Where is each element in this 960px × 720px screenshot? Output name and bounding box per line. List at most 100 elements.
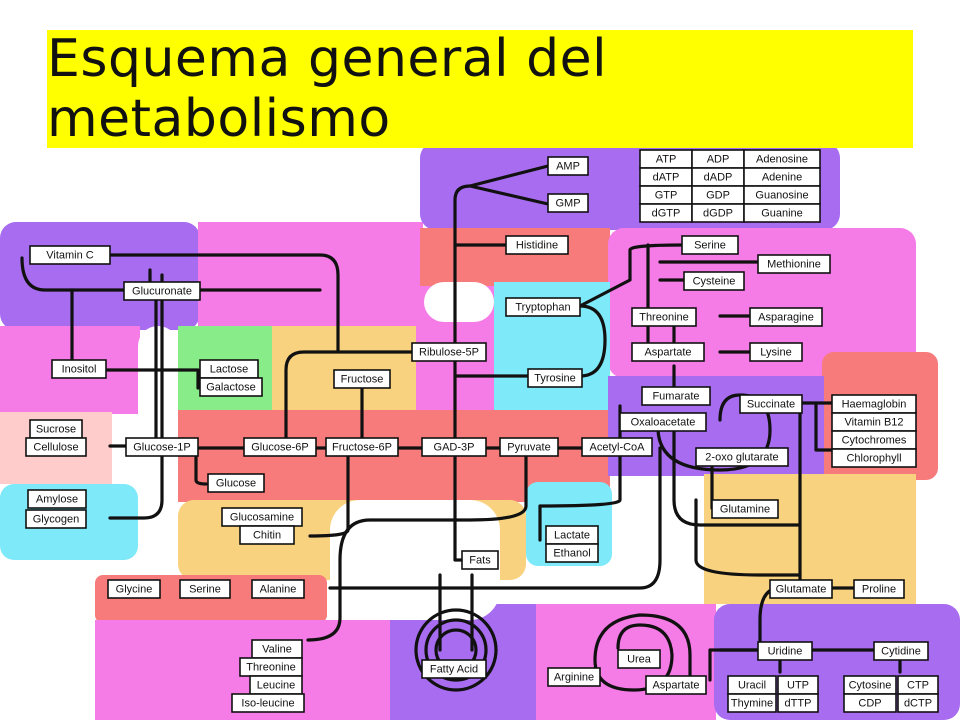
node-label: Cytidine	[881, 646, 921, 658]
node-label: Succinate	[747, 399, 795, 411]
node-haemaglobin: Haemaglobin	[831, 394, 917, 414]
node-ctp: CTP	[897, 675, 939, 695]
node-arginine: Arginine	[547, 667, 601, 687]
node-atp: ATP	[639, 149, 693, 169]
node-label: Aspartate	[652, 680, 699, 692]
node-box	[51, 359, 107, 379]
pathway-lines	[20, 164, 902, 692]
node-box	[727, 693, 777, 713]
node-label: Glutamine	[720, 504, 770, 516]
node-box	[547, 193, 589, 213]
node-oxaloacetate: Oxaloacetate	[619, 412, 707, 432]
node-label: Vitamin B12	[844, 417, 903, 429]
node-uracil: Uracil	[727, 675, 777, 695]
node-fattyacid: Fatty Acid	[421, 659, 487, 679]
node-label: Fatty Acid	[430, 664, 478, 676]
node-label: ATP	[656, 154, 677, 166]
node-label: GAD-3P	[434, 442, 475, 454]
node-label: Glucose-6P	[251, 442, 308, 454]
node-dctp: dCTP	[897, 693, 939, 713]
node-amylose: Amylose	[27, 489, 87, 509]
node-threonine_l: Threonine	[239, 657, 303, 677]
node-box	[619, 412, 707, 432]
node-label: Glucuronate	[132, 286, 192, 298]
node-tyrosine: Tyrosine	[527, 368, 583, 388]
node-box	[631, 342, 705, 362]
node-box	[107, 579, 161, 599]
node-box	[757, 641, 813, 661]
node-label: Glycogen	[33, 514, 79, 526]
node-label: GDP	[706, 190, 730, 202]
node-box	[505, 235, 569, 255]
node-label: 2-oxo glutarate	[705, 452, 778, 464]
node-label: Valine	[262, 644, 292, 656]
node-label: Leucine	[257, 680, 296, 692]
node-aspartate: Aspartate	[631, 342, 705, 362]
node-label: Cellulose	[33, 442, 78, 454]
node-label: Fats	[469, 555, 491, 567]
node-tryptophan: Tryptophan	[505, 297, 581, 317]
node-box	[631, 307, 697, 327]
node-box	[411, 342, 487, 362]
node-box	[743, 203, 821, 223]
node-lactose: Lactose	[199, 359, 259, 379]
node-fats: Fats	[461, 550, 499, 570]
node-glutamate: Glutamate	[769, 579, 833, 599]
node-label: Lactose	[210, 364, 249, 376]
node-label: UTP	[787, 680, 809, 692]
node-box	[769, 579, 833, 599]
node-amp: AMP	[547, 156, 589, 176]
node-label: Vitamin C	[46, 250, 94, 262]
node-box	[231, 693, 305, 713]
node-sucrose: Sucrose	[29, 419, 83, 439]
node-box	[199, 377, 263, 397]
node-label: Threonine	[246, 662, 296, 674]
node-threonine: Threonine	[631, 307, 697, 327]
node-oxoglutarate: 2-oxo glutarate	[695, 447, 789, 467]
node-thymine: Thymine	[727, 693, 777, 713]
node-histidine: Histidine	[505, 235, 569, 255]
node-box	[645, 675, 707, 695]
node-box	[641, 386, 711, 406]
node-glutamine: Glutamine	[711, 499, 779, 519]
node-label: Alanine	[260, 584, 297, 596]
node-label: Fructose	[341, 374, 384, 386]
node-box	[527, 368, 583, 388]
node-acetylcoa: Acetyl-CoA	[581, 437, 653, 457]
node-glycogen: Glycogen	[25, 509, 87, 529]
node-box	[757, 254, 831, 274]
node-label: Cysteine	[693, 276, 736, 288]
node-label: Asparagine	[758, 312, 814, 324]
node-box	[421, 659, 487, 679]
node-box	[873, 641, 929, 661]
node-label: Lactate	[554, 530, 590, 542]
node-box	[681, 235, 739, 255]
node-label: Histidine	[516, 240, 558, 252]
node-label: Guanine	[761, 208, 803, 220]
node-fructose: Fructose	[333, 369, 391, 389]
node-box	[239, 525, 295, 545]
node-ribulose5p: Ribulose-5P	[411, 342, 487, 362]
node-lysine: Lysine	[749, 342, 803, 362]
node-label: Oxaloacetate	[631, 417, 696, 429]
node-aspartate_b: Aspartate	[645, 675, 707, 695]
node-label: Proline	[862, 584, 896, 596]
node-glucose1p: Glucose-1P	[125, 437, 199, 457]
node-box	[29, 245, 111, 265]
node-box	[545, 543, 599, 563]
node-lactate: Lactate	[545, 525, 599, 545]
node-box	[831, 448, 917, 468]
node-box	[617, 649, 661, 669]
node-label: dADP	[704, 172, 733, 184]
node-valine: Valine	[251, 639, 303, 659]
node-cellulose: Cellulose	[25, 437, 87, 457]
node-box	[853, 579, 905, 599]
node-serine: Serine	[681, 235, 739, 255]
node-utp: UTP	[777, 675, 819, 695]
node-adenine: Adenine	[743, 167, 821, 187]
node-urea: Urea	[617, 649, 661, 669]
node-box	[499, 437, 559, 457]
node-label: dTTP	[785, 698, 812, 710]
node-label: Pyruvate	[507, 442, 550, 454]
